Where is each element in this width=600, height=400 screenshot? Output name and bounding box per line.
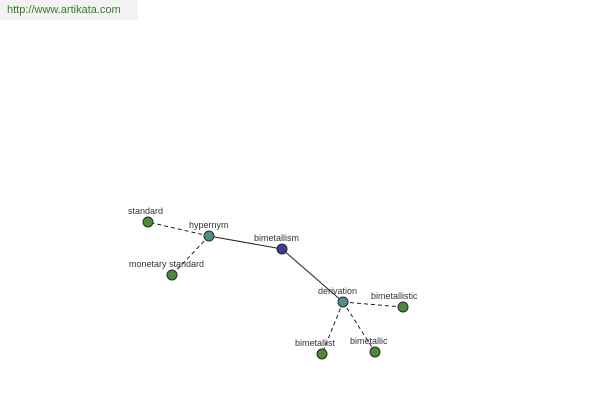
node-bimetallist[interactable] — [316, 348, 328, 360]
node-monetary-standard[interactable] — [166, 269, 178, 281]
node-label-bimetallistic: bimetallistic — [371, 291, 418, 301]
node-label-bimetallic: bimetallic — [350, 336, 388, 346]
node-bimetallism[interactable] — [276, 243, 288, 255]
node-standard[interactable] — [142, 216, 154, 228]
edge-derivation-bimetallistic — [342, 301, 404, 308]
node-bimetallistic[interactable] — [397, 301, 409, 313]
edge-bimetallism-hypernym — [208, 235, 283, 250]
node-hypernym[interactable] — [203, 230, 215, 242]
nodes-layer — [142, 216, 409, 360]
edge-derivation-bimetallist — [321, 301, 344, 355]
edge-bimetallism-derivation — [281, 248, 344, 303]
node-label-derivation: derivation — [318, 286, 357, 296]
labels-layer: bimetallism hypernym derivation standard mon… — [128, 206, 418, 348]
node-label-standard: standard — [128, 206, 163, 216]
edges-layer — [147, 221, 404, 355]
node-label-hypernym: hypernym — [189, 220, 229, 230]
watermark-url: http://www.artikata.com — [0, 0, 138, 20]
edge-derivation-bimetallic — [342, 301, 376, 353]
edge-hypernym-standard — [147, 221, 210, 237]
node-derivation[interactable] — [337, 296, 349, 308]
edge-hypernym-monetary-standard — [171, 235, 210, 276]
node-bimetallic[interactable] — [369, 346, 381, 358]
node-label-bimetallist: bimetallist — [295, 338, 336, 348]
node-label-monetary-standard: monetary standard — [129, 259, 204, 269]
node-label-bimetallism: bimetallism — [254, 233, 299, 243]
